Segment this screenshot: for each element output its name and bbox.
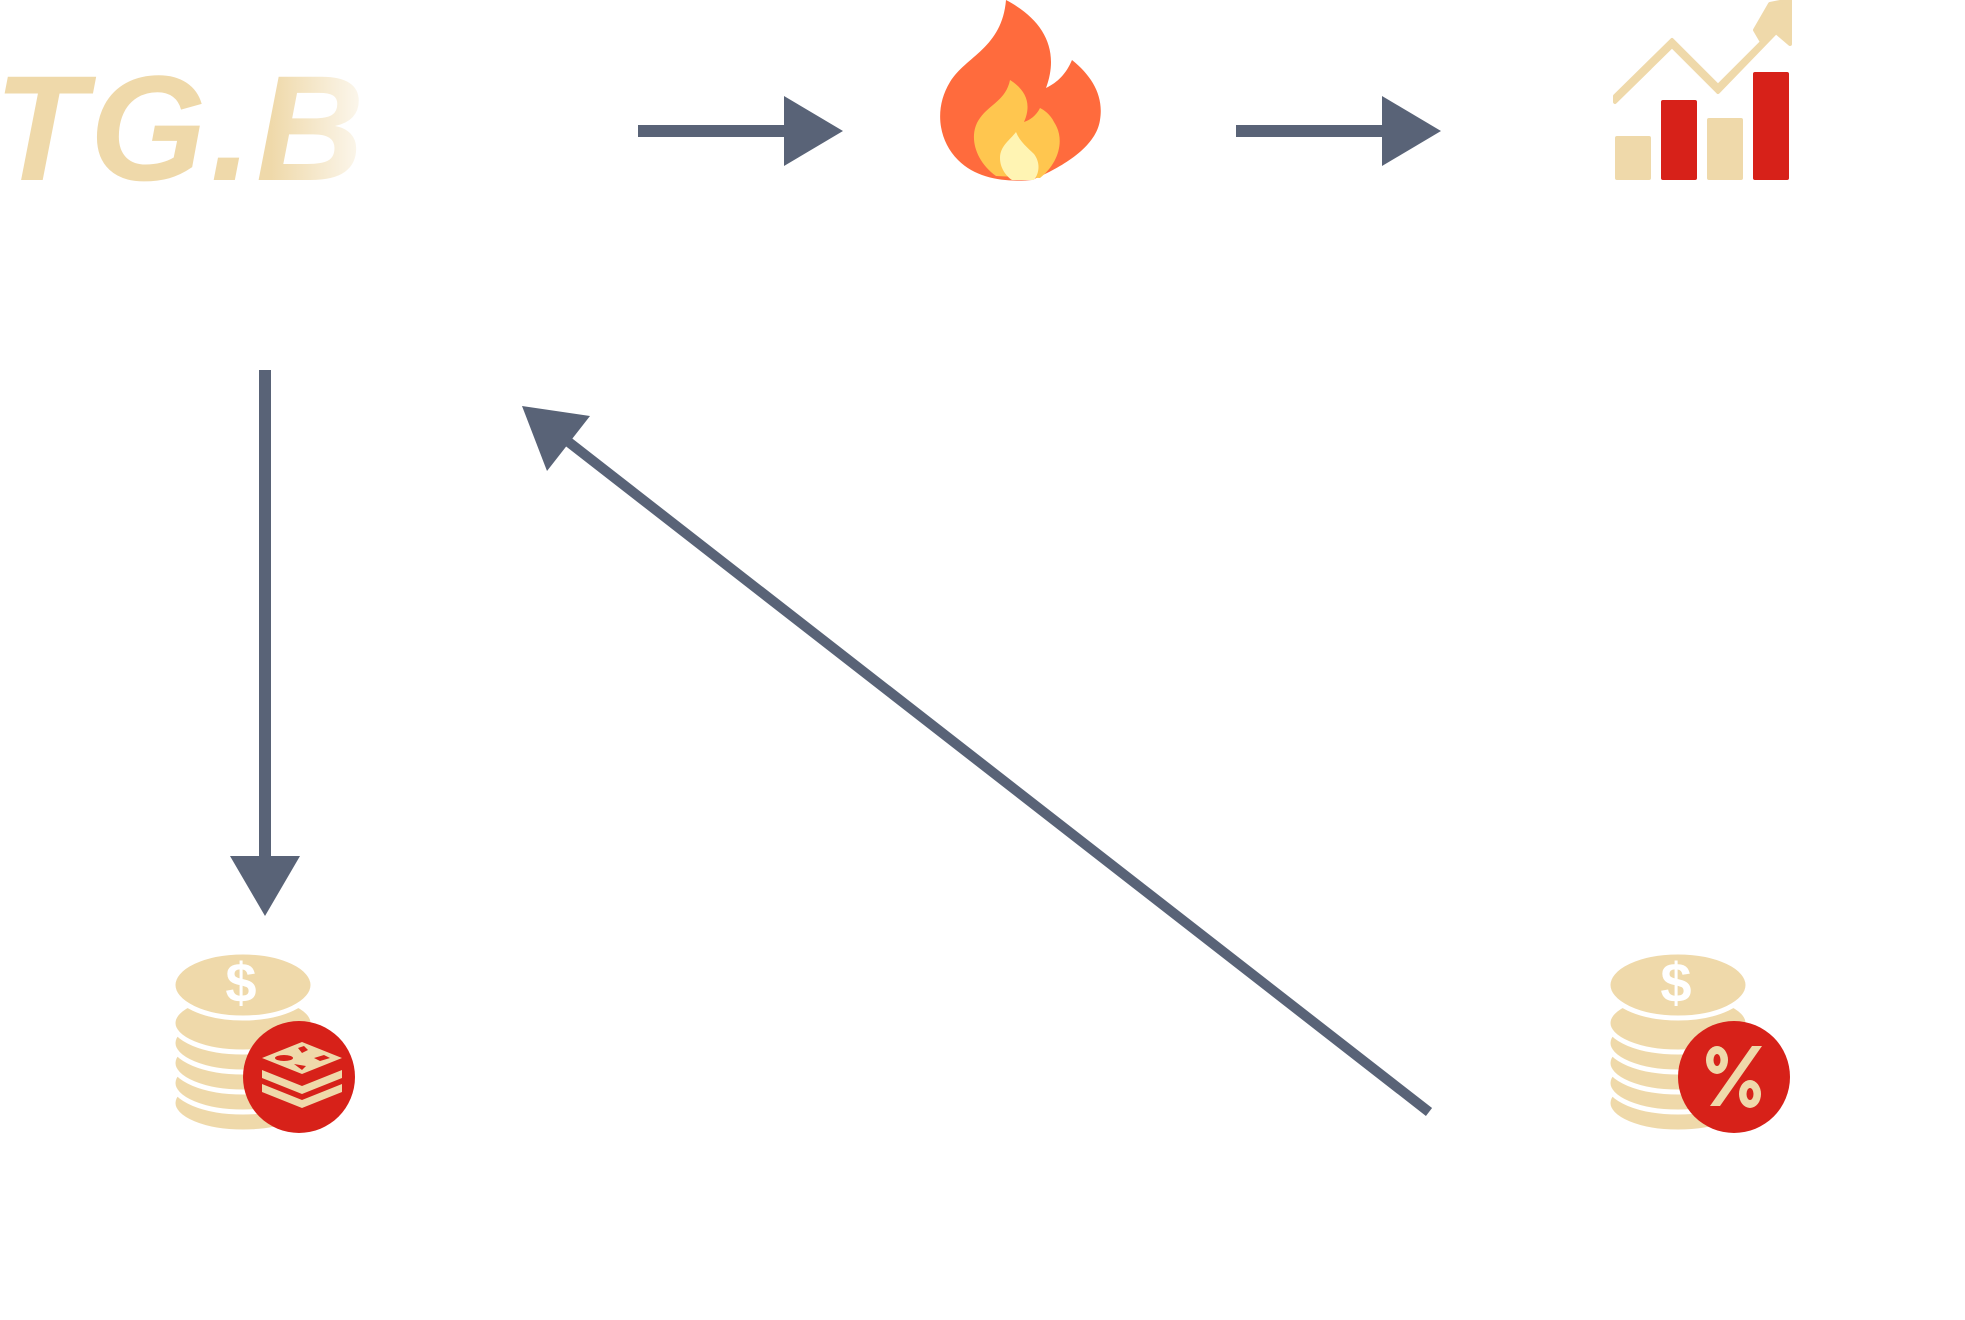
arrow-logo-to-staking — [230, 370, 300, 916]
growth-chart-icon — [1613, 0, 1792, 180]
fire-icon — [940, 0, 1101, 181]
tgb-logo: TG.B — [0, 44, 368, 212]
arrow-logo-to-burn — [638, 96, 843, 166]
coin-stack-percent-icon: $ — [1605, 949, 1790, 1135]
svg-text:$: $ — [225, 951, 256, 1014]
logo-text: TG.B — [0, 44, 368, 212]
svg-text:$: $ — [1660, 951, 1691, 1014]
coin-stack-staking-icon: $ — [170, 949, 355, 1135]
arrow-yield-to-logo — [522, 406, 1433, 1116]
arrow-burn-to-growth — [1236, 96, 1441, 166]
